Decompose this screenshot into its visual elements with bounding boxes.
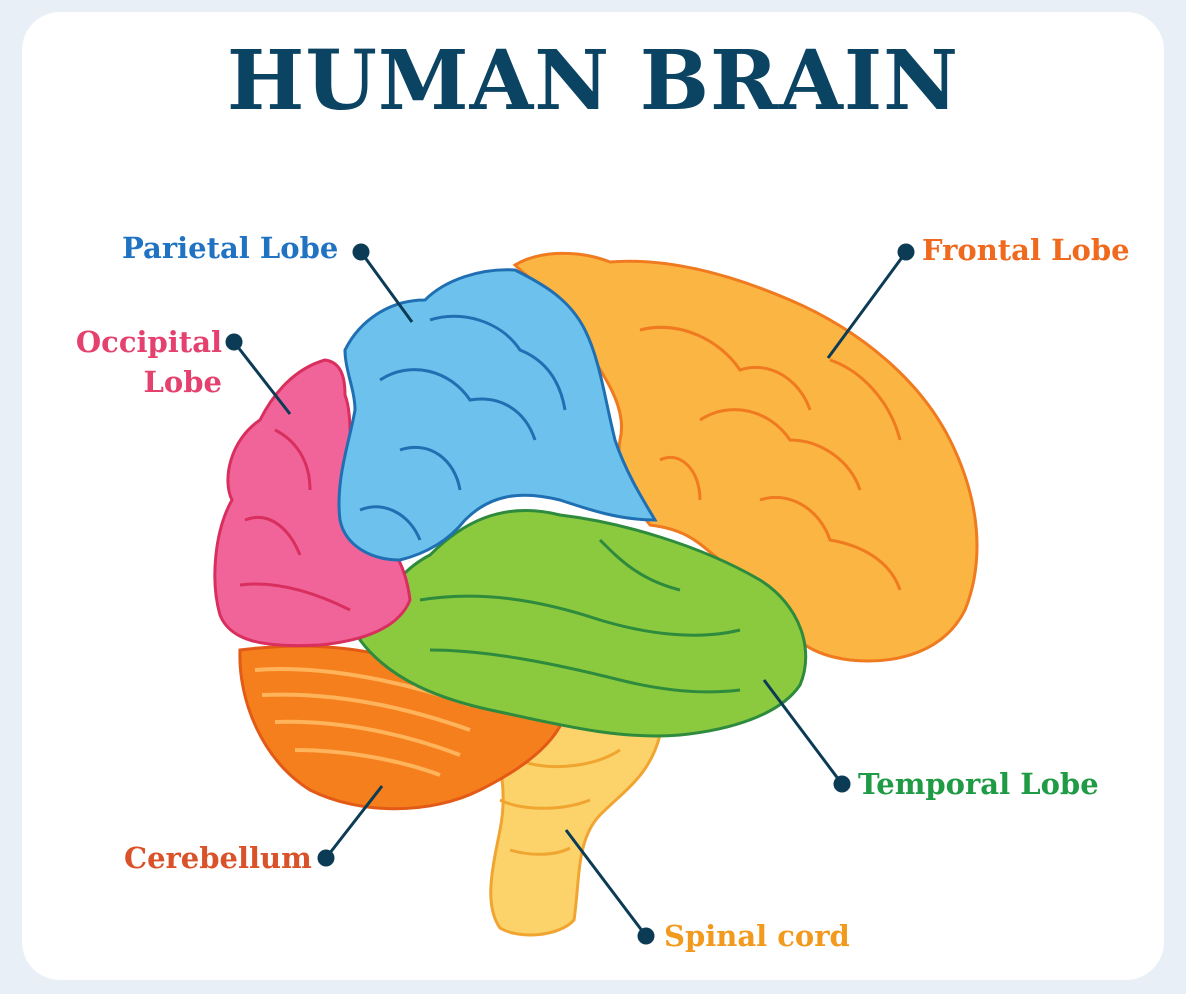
leader-occipital: [234, 342, 290, 414]
dot-temporal: [835, 777, 849, 791]
label-occipital-line2: Lobe: [66, 362, 222, 402]
label-occipital-line1: Occipital: [66, 322, 222, 362]
leader-frontal: [828, 252, 906, 358]
label-cerebellum: Cerebellum: [124, 838, 312, 878]
label-spinal-cord: Spinal cord: [664, 916, 850, 956]
dot-frontal: [899, 245, 913, 259]
label-frontal-lobe: Frontal Lobe: [922, 230, 1130, 270]
label-temporal-lobe: Temporal Lobe: [858, 764, 1099, 804]
leader-temporal: [764, 680, 842, 784]
dot-spinal: [639, 929, 653, 943]
label-occipital-lobe: Occipital Lobe: [66, 322, 222, 402]
dot-parietal: [354, 245, 368, 259]
dot-cerebellum: [319, 851, 333, 865]
label-parietal-lobe: Parietal Lobe: [122, 228, 338, 268]
dot-occipital: [227, 335, 241, 349]
